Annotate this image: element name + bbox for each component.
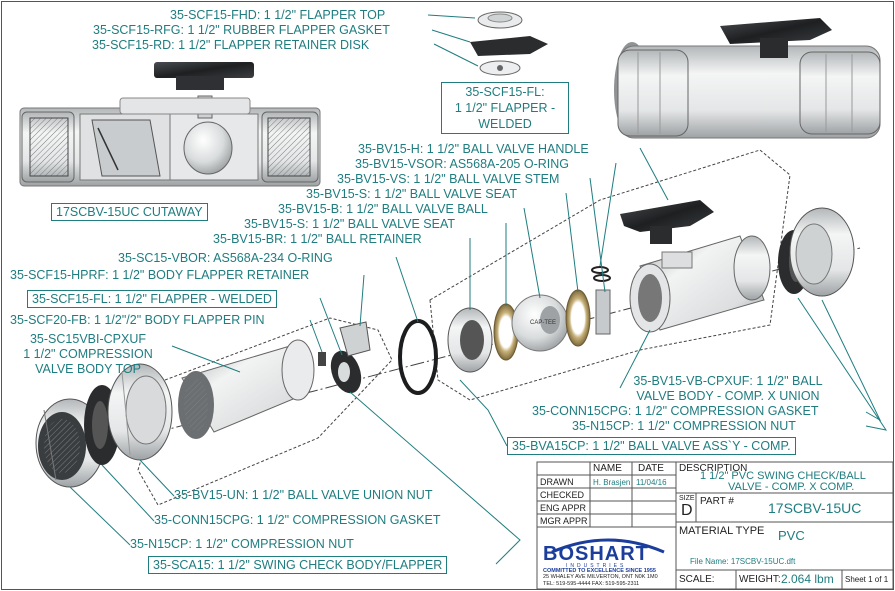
company-address: 25 WHALEY AVE MILVERTON, ONT N0K 1M0 xyxy=(543,574,658,580)
label-ball-valve-body: 35-BV15-VB-CPXUF: 1 1/2" BALL VALVE BODY… xyxy=(608,374,848,404)
vb-line-1: 35-BV15-VB-CPXUF: 1 1/2" BALL xyxy=(633,374,823,388)
tb-size-label: SIZE xyxy=(679,495,695,502)
flapper-disk-stack xyxy=(470,11,548,76)
label-compression-gasket-left: 35-CONN15CPG: 1 1/2" COMPRESSION GASKET xyxy=(154,513,441,527)
tb-row-drawn-date: 11/04/16 xyxy=(636,478,667,487)
cpx-line-1: 35-SC15VBI-CPXUF xyxy=(29,332,146,346)
label-ball-valve-ball: 35-BV15-B: 1 1/2" BALL VALVE BALL xyxy=(278,202,488,216)
label-body-o-ring: 35-SC15-VBOR: AS568A-234 O-RING xyxy=(118,251,333,265)
tb-file-name: File Name: 17SCBV-15UC.dft xyxy=(690,557,796,566)
label-ball-valve-handle: 35-BV15-H: 1 1/2" BALL VALVE HANDLE xyxy=(358,142,589,156)
tb-weight-label: WEIGHT: xyxy=(739,574,781,585)
tb-row-eng-appr-label: ENG APPR xyxy=(540,503,587,513)
valve-stem xyxy=(591,266,611,335)
cpx-line-2: 1 1/2" COMPRESSION xyxy=(23,347,153,361)
label-flapper-retainer-disk: 35-SCF15-RD: 1 1/2" FLAPPER RETAINER DIS… xyxy=(92,38,370,52)
tb-weight-value: 2.064 lbm xyxy=(781,572,834,586)
label-compression-nut-right: 35-N15CP: 1 1/2" COMPRESSION NUT xyxy=(572,419,796,433)
ball-valve-boundary xyxy=(429,149,791,401)
label-body-flapper-pin: 35-SCF20-FB: 1 1/2"/2" BODY FLAPPER PIN xyxy=(10,313,265,327)
label-union-nut: 35-BV15-UN: 1 1/2" BALL VALVE UNION NUT xyxy=(174,488,433,502)
label-cutaway: 17SCBV-15UC CUTAWAY xyxy=(51,203,208,221)
ball-seat-right xyxy=(565,289,591,347)
title-block-grid xyxy=(536,461,894,590)
label-compression-gasket-right: 35-CONN15CPG: 1 1/2" COMPRESSION GASKET xyxy=(532,404,819,418)
tb-description-line-2: VALVE - COMP. X COMP. xyxy=(728,481,855,493)
ball-marking: CAP-TEE xyxy=(530,320,557,326)
label-flapper-top: 35-SCF15-FHD: 1 1/2" FLAPPER TOP xyxy=(170,8,386,22)
label-compression-valve-body-top: 35-SC15VBI-CPXUF 1 1/2" COMPRESSION VALV… xyxy=(8,332,168,377)
leader-lines xyxy=(69,14,888,565)
right-compression-nut xyxy=(789,207,855,297)
tb-part-value: 17SCBV-15UC xyxy=(768,500,862,516)
label-ball-valve-assembly: 35-BVA15CP: 1 1/2" BALL VALVE ASS`Y - CO… xyxy=(507,437,796,455)
tb-sheet: Sheet 1 of 1 xyxy=(845,575,889,584)
cpx-line-3: VALVE BODY TOP xyxy=(35,362,141,376)
company-phone: TEL: 519-595-4444 FAX: 519-595-2311 xyxy=(543,581,640,587)
label-swing-check-body: 35-SCA15: 1 1/2" SWING CHECK BODY/FLAPPE… xyxy=(148,556,448,574)
cutaway-illustration xyxy=(19,62,321,187)
tb-col-date: DATE xyxy=(638,463,664,474)
logo-arch xyxy=(551,538,665,554)
ball-valve-union-nut xyxy=(107,363,173,461)
body-o-ring xyxy=(398,319,438,395)
label-rubber-flapper-gasket: 35-SCF15-RFG: 1 1/2" RUBBER FLAPPER GASK… xyxy=(93,23,390,37)
ball-retainer xyxy=(447,307,493,373)
company-logo-sub: INDUSTRIES xyxy=(566,563,627,569)
flapper-welded-line-2: 1 1/2" FLAPPER - xyxy=(454,101,556,115)
ball-valve-handle xyxy=(620,200,714,244)
flapper-assembly xyxy=(318,321,371,394)
tb-description-label: DESCRIPTION xyxy=(679,463,748,474)
tb-part-label: PART # xyxy=(700,496,734,507)
vb-line-2: VALVE BODY - COMP. X UNION xyxy=(636,389,820,403)
tb-size-value: D xyxy=(681,502,693,519)
label-ball-valve-stem: 35-BV15-VS: 1 1/2" BALL VALVE STEM xyxy=(337,172,560,186)
ball-valve-body xyxy=(629,235,771,333)
tb-row-drawn-label: DRAWN xyxy=(540,477,574,487)
label-ball-valve-seat-1: 35-BV15-S: 1 1/2" BALL VALVE SEAT xyxy=(306,187,518,201)
tb-row-checked-label: CHECKED xyxy=(540,490,585,500)
label-compression-nut-left: 35-N15CP: 1 1/2" COMPRESSION NUT xyxy=(130,537,354,551)
label-ball-retainer: 35-BV15-BR: 1 1/2" BALL RETAINER xyxy=(213,232,422,246)
label-ball-valve-seat-2: 35-BV15-S: 1 1/2" BALL VALVE SEAT xyxy=(244,217,456,231)
tb-scale-label: SCALE: xyxy=(679,574,715,585)
tb-material-label: MATERIAL TYPE xyxy=(679,525,765,537)
label-stem-o-ring: 35-BV15-VSOR: AS568A-205 O-RING xyxy=(355,157,569,171)
flapper-welded-line-3: WELDED xyxy=(478,117,532,131)
tb-material-value: PVC xyxy=(778,528,805,543)
label-flapper-welded-box: 35-SCF15-FL: 1 1/2" FLAPPER - WELDED xyxy=(441,82,569,134)
assembled-valve-illustration xyxy=(614,18,881,139)
label-body-flapper-retainer: 35-SCF15-HPRF: 1 1/2" BODY FLAPPER RETAI… xyxy=(10,268,310,282)
company-tagline: COMMITTED TO EXCELLENCE SINCE 1955 xyxy=(543,568,656,574)
label-flapper-welded-inline: 35-SCF15-FL: 1 1/2" FLAPPER - WELDED xyxy=(27,290,277,308)
tb-description-line-1: 1 1/2" PVC SWING CHECK/BALL xyxy=(700,470,866,482)
tb-col-name: NAME xyxy=(593,463,622,474)
flapper-welded-line-1: 35-SCF15-FL: xyxy=(465,85,545,99)
ball xyxy=(511,294,569,352)
tb-row-mgr-appr-label: MGR APPR xyxy=(540,516,588,526)
swing-check-boundary xyxy=(137,317,393,506)
swing-check-body xyxy=(178,339,315,439)
tb-row-drawn-name: H. Brasjen xyxy=(593,478,631,487)
company-logo-name: BOSHART xyxy=(543,543,649,565)
